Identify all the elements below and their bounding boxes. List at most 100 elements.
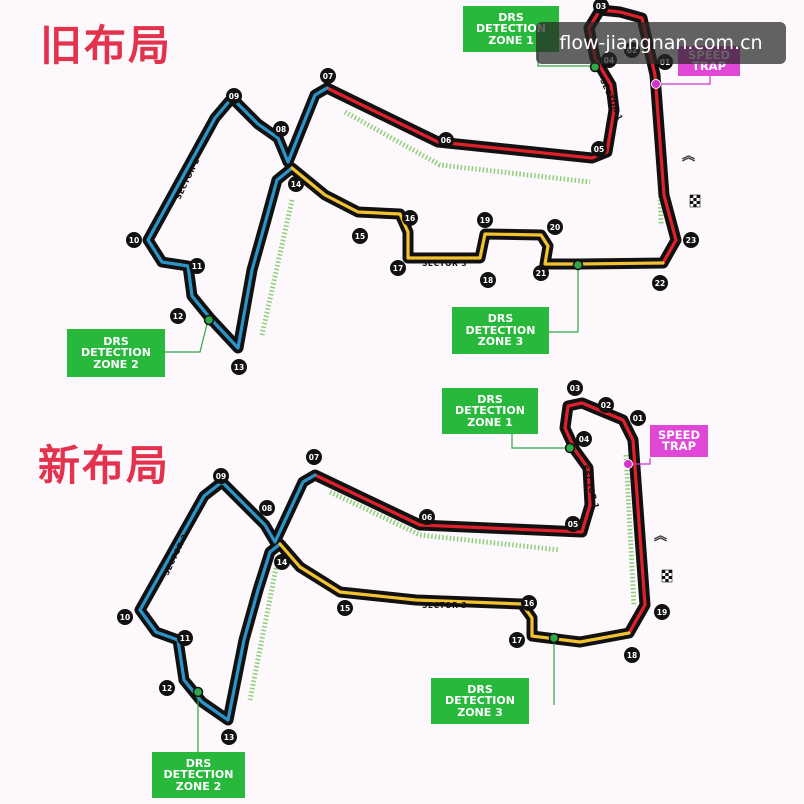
svg-text:13: 13: [234, 363, 244, 372]
old-direction-chevron-icon: ︽: [682, 149, 695, 164]
old-drs-zone-line-s2: [259, 199, 295, 336]
old-drs2-callout-line: [158, 319, 209, 353]
old-turn-07: 07: [320, 68, 336, 84]
new-turn-13: 13: [221, 729, 237, 745]
svg-text:12: 12: [173, 312, 183, 321]
old-finish-flag-icon: [689, 194, 701, 208]
old-drs3-detection-point: [572, 259, 584, 271]
svg-text:02: 02: [601, 401, 611, 410]
new-drs3-detection-point: [548, 632, 560, 644]
svg-text:12: 12: [162, 684, 172, 693]
svg-text:13: 13: [224, 733, 234, 742]
old-turn-22: 22: [652, 275, 668, 291]
new-turn-05: 05: [565, 516, 581, 532]
old-sector3-label: SECTOR 3: [422, 259, 467, 268]
svg-text:10: 10: [120, 613, 130, 622]
new-turn-16: 16: [521, 595, 537, 611]
old-turn-20: 20: [547, 219, 563, 235]
new-layout-map: SECTOR 3 SECTOR 2 SECTOR 1 ︽ 01 02 03 04…: [117, 380, 673, 752]
new-layout-title: 新布局: [38, 441, 171, 490]
old-turn-10: 10: [126, 232, 142, 248]
svg-text:06: 06: [422, 513, 432, 522]
old-layout-title: 旧布局: [40, 21, 173, 70]
svg-text:09: 09: [216, 472, 226, 481]
svg-text:20: 20: [550, 223, 560, 232]
svg-text:01: 01: [633, 414, 643, 423]
new-sector2-line: [138, 473, 317, 722]
old-turn-19: 19: [477, 212, 493, 228]
new-turn-08: 08: [259, 500, 275, 516]
old-drs-detection-zone-3-label: DRS DETECTION ZONE 3: [452, 307, 549, 354]
svg-text:08: 08: [276, 125, 286, 134]
svg-text:21: 21: [536, 269, 546, 278]
old-drs-detection-zone-2-label: DRS DETECTION ZONE 2: [67, 329, 165, 377]
new-drs1-detection-point: [564, 442, 576, 454]
svg-text:11: 11: [180, 634, 190, 643]
new-drs-detection-zone-3-label: DRS DETECTION ZONE 3: [431, 678, 529, 724]
svg-text:15: 15: [355, 232, 365, 241]
svg-text:18: 18: [483, 276, 493, 285]
new-direction-chevron-icon: ︽: [654, 529, 667, 544]
new-drs2-detection-point: [192, 686, 204, 698]
old-turn-12: 12: [170, 308, 186, 324]
svg-text:09: 09: [229, 92, 239, 101]
new-turn-07: 07: [306, 449, 322, 465]
svg-text:07: 07: [323, 72, 333, 81]
new-turn-15: 15: [337, 600, 353, 616]
svg-text:10: 10: [129, 236, 139, 245]
old-turn-18: 18: [480, 272, 496, 288]
old-turn-16: 16: [402, 210, 418, 226]
new-turn-01: 01: [630, 410, 646, 426]
svg-text:11: 11: [192, 262, 202, 271]
new-turn-03: 03: [567, 380, 583, 396]
new-turn-11: 11: [177, 630, 193, 646]
new-turn-06: 06: [419, 509, 435, 525]
new-finish-flag-icon: [661, 569, 673, 583]
svg-text:22: 22: [655, 279, 665, 288]
svg-text:18: 18: [627, 651, 637, 660]
new-drs-detection-zone-2-label: DRS DETECTION ZONE 2: [152, 752, 245, 798]
old-drs-zone-line-back: [343, 109, 591, 185]
svg-text:16: 16: [405, 214, 415, 223]
svg-text:15: 15: [340, 604, 350, 613]
svg-text:17: 17: [393, 264, 403, 273]
svg-text:03: 03: [570, 384, 580, 393]
old-turn-23: 23: [683, 232, 699, 248]
svg-text:04: 04: [579, 435, 589, 444]
old-turn-15: 15: [352, 228, 368, 244]
watermark: flow-jiangnan.com.cn: [536, 22, 786, 64]
new-drs-zone-line-main: [623, 454, 637, 606]
old-speed-trap-point: [651, 79, 661, 89]
svg-text:17: 17: [512, 636, 522, 645]
svg-text:06: 06: [441, 136, 451, 145]
new-sector1-line: [313, 401, 647, 635]
old-drs3-callout-line: [548, 265, 579, 333]
new-speed-trap-point: [623, 459, 633, 469]
new-speed-trap-callout-line: [628, 458, 651, 465]
new-drs-detection-zone-1-label: DRS DETECTION ZONE 1: [442, 388, 538, 434]
old-turn-13: 13: [231, 359, 247, 375]
old-speed-trap-callout-line: [656, 72, 711, 85]
old-turn-21: 21: [533, 265, 549, 281]
new-sector3-label: SECTOR 3: [422, 601, 467, 610]
svg-text:14: 14: [291, 180, 301, 189]
new-turn-18: 18: [624, 647, 640, 663]
old-drs2-detection-point: [203, 314, 215, 326]
new-drs1-callout-line: [511, 432, 570, 449]
new-turn-17: 17: [509, 632, 525, 648]
new-turn-04: 04: [576, 431, 592, 447]
old-turn-06: 06: [438, 132, 454, 148]
new-speed-trap-label: SPEED TRAP: [650, 425, 708, 457]
svg-text:19: 19: [657, 608, 667, 617]
old-turn-08: 08: [273, 121, 289, 137]
svg-text:16: 16: [524, 599, 534, 608]
svg-text:05: 05: [594, 145, 604, 154]
svg-text:05: 05: [568, 520, 578, 529]
new-turn-markers: 01 02 03 04 05 06 07 08 09 10 11 12 13 1…: [117, 380, 670, 745]
new-turn-02: 02: [598, 397, 614, 413]
svg-text:08: 08: [262, 504, 272, 513]
old-turn-03: 03: [593, 0, 609, 14]
new-drs-zone-line-back: [328, 489, 561, 553]
svg-text:23: 23: [686, 236, 696, 245]
